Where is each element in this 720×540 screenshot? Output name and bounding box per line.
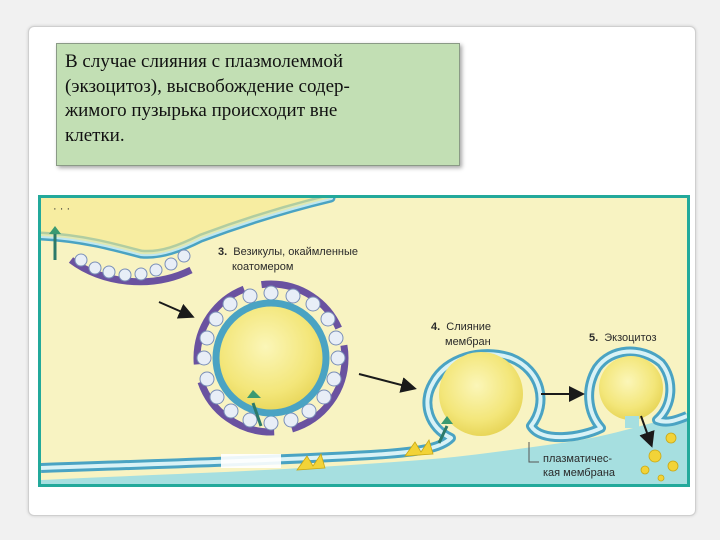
exocytosis-vesicle: [599, 356, 663, 420]
diagram-canvas: · · ·: [41, 198, 687, 484]
central-vesicle-membrane: [216, 303, 326, 413]
faint-top-label: · · ·: [53, 203, 70, 215]
membrane-label-line2: кая мембрана: [543, 467, 616, 479]
exocytosis-diagram: · · ·: [38, 195, 690, 487]
caption-line-1: В случае слияния с плазмолеммой: [65, 50, 451, 75]
caption-line-2: (экзоцитоз), высвобождение содер-: [65, 75, 451, 100]
step5-label: 5. Экзоцитоз: [589, 332, 657, 344]
step3-label-line1: 3. Везикулы, окаймленные: [218, 246, 358, 258]
step3-label-line2: коатомером: [232, 261, 293, 273]
caption-line-3: жимого пузырька происходит вне: [65, 99, 451, 124]
step4-label-line1: 4. Слияние: [431, 321, 491, 333]
membrane-label-line1: плазматичес-: [543, 453, 612, 465]
step4-label-line2: мембран: [445, 336, 491, 348]
caption-line-4: клетки.: [65, 124, 451, 149]
caption-text-box: В случае слияния с плазмолеммой (экзоцит…: [56, 43, 460, 166]
